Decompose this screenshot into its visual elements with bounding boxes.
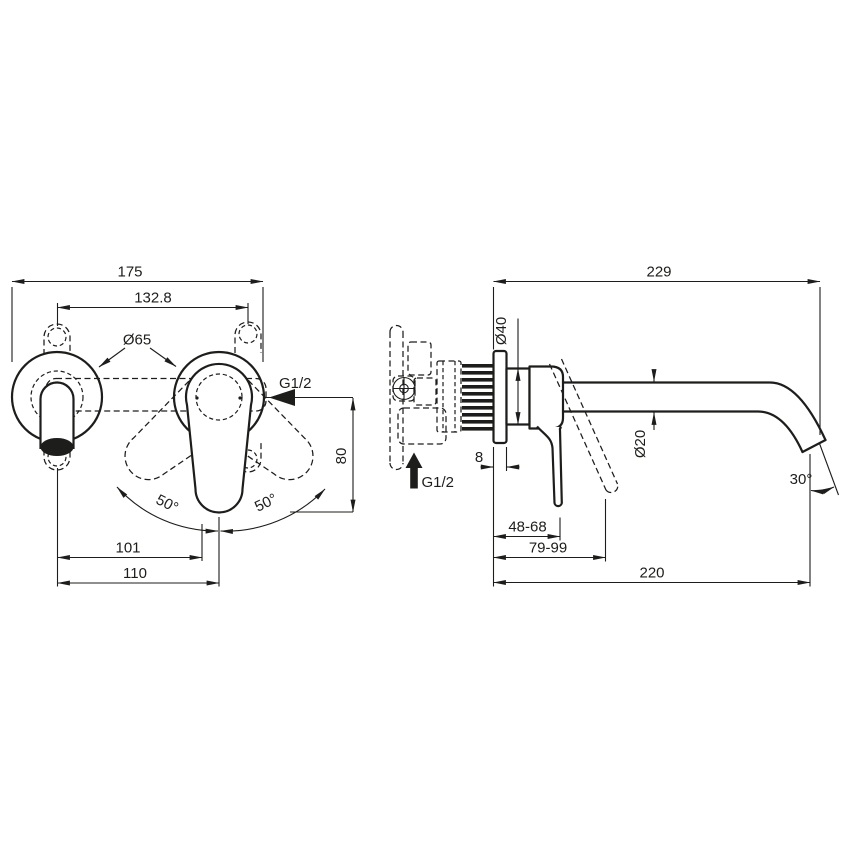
dim-swing-right: 50° <box>252 490 280 515</box>
dim-wall-to-handle: 48-68 <box>508 519 546 536</box>
dim-overall-width: 175 <box>117 264 142 281</box>
supply-pipe <box>389 324 404 471</box>
concealed-valve-body <box>389 324 494 471</box>
angle-arc <box>810 486 835 495</box>
dim-wall-plate-thickness: 8 <box>475 449 483 466</box>
spout-side <box>561 381 827 454</box>
dim-overall-depth: 229 <box>646 264 671 281</box>
threaded-section <box>462 361 494 433</box>
centerline-dot-left <box>195 396 199 400</box>
fixing-screw <box>392 376 416 401</box>
dim-wall-to-handle-swung: 79-99 <box>529 540 567 557</box>
fixing-tab-top-right <box>234 321 262 353</box>
swing-arc-right <box>220 488 326 534</box>
fixing-hole-top-left <box>47 327 67 347</box>
dim-swing-left: 50° <box>153 491 181 516</box>
front-view: G1/2 175 132.8 Ø65 80 50° 50° <box>10 264 356 587</box>
spout-bottom-edge <box>561 410 804 454</box>
inlet-flow-arrow-side <box>405 452 423 489</box>
dim-sleeve-diameter: Ø40 <box>493 317 510 345</box>
leader-right <box>149 347 177 367</box>
dim-spout-to-handle-center: 110 <box>123 565 147 582</box>
wall-plate <box>492 349 508 445</box>
dim-spout-vertical-offset: 80 <box>333 448 350 465</box>
spout-outlet <box>40 438 74 456</box>
cartridge-sleeve <box>436 360 462 433</box>
mixer-body-side <box>528 365 565 430</box>
dim-fixing-hole-spacing: 132.8 <box>134 290 172 307</box>
swing-arc-left <box>116 486 219 534</box>
centerline-dot-right <box>238 396 242 400</box>
dim-spout-to-handle: 101 <box>115 540 140 557</box>
dim-spout-diameter: Ø20 <box>632 430 649 458</box>
fixing-hole-top-right <box>238 324 258 344</box>
spout-front <box>39 381 75 449</box>
side-view-dimensions: 229 Ø40 Ø20 8 48-68 79-99 220 3 <box>475 264 840 587</box>
dim-spout-reach: 220 <box>639 565 664 582</box>
lever-handle-side <box>536 425 563 508</box>
side-view: G1/2 229 Ø40 Ø20 8 48-68 79- <box>389 264 840 587</box>
inlet-connection-label-front: G1/2 <box>279 375 312 392</box>
angle-ref-line <box>818 443 840 496</box>
fixing-tab-bottom-left <box>43 440 71 471</box>
screw-cross <box>393 378 415 399</box>
inlet-connection-label-side: G1/2 <box>422 474 455 491</box>
spout-recess-dashed <box>30 370 84 424</box>
valve-upper-housing <box>407 341 432 376</box>
dim-spout-outlet-angle: 30° <box>790 471 813 488</box>
lever-handle-front <box>184 362 254 514</box>
dim-escutcheon-diameter: Ø65 <box>123 332 151 349</box>
lever-handle-open-dashed <box>548 358 619 494</box>
spout-top-edge <box>561 381 827 442</box>
spout-end-face <box>801 438 827 454</box>
inlet-flow-arrow-front <box>269 389 295 406</box>
valve-lower-housing <box>397 407 447 445</box>
valve-spindle-housing <box>413 377 437 406</box>
leader-left <box>98 347 126 368</box>
